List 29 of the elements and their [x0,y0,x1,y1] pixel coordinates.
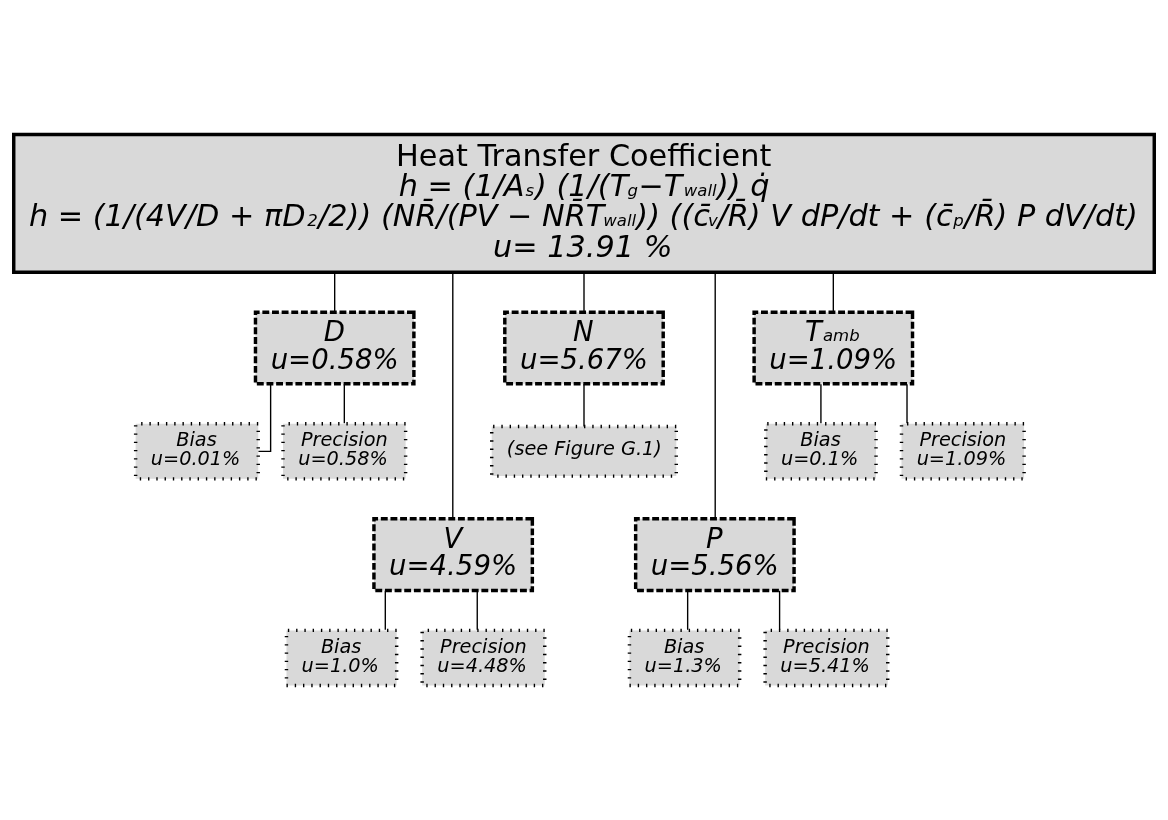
node-box: Precision u=5.41% [763,628,890,688]
node-box: Heat Transfer Coefficient h = (1/As) (1/(Tg−Twall)) q̇ h = (1/(4V/D + πD2/2)) (NR̄/(PV − NR̄Twall)) ((c̄v/R̄) V dP/dt + (c̄p/R̄) P dV/dt) u= 13.91 % [12,132,1156,274]
node-box: Bias u=1.3% [627,628,742,688]
connector [384,590,386,631]
connector [906,383,908,424]
node-box: N u=5.67% [503,310,665,386]
connector [820,383,822,424]
connector [583,383,585,428]
node-box: Precision u=1.09% [899,422,1026,481]
node-box: Precision u=4.48% [420,628,547,688]
connector [476,590,478,631]
connector [452,271,454,520]
connector [778,590,781,631]
node-box: (see Figure G.1) [490,424,678,478]
connector [686,590,689,631]
node-box: D u=0.58% [253,310,416,386]
node-box: Bias u=1.0% [284,628,399,688]
node-box: Precision u=0.58% [281,422,408,481]
node-box: V u=4.59% [372,517,535,593]
connector [583,271,585,313]
connector [343,383,345,424]
node-box: Bias u=0.01% [133,422,260,481]
node-box: Bias u=0.1% [764,422,878,481]
node-box: P u=5.56% [633,517,796,593]
connector [257,383,272,452]
connector [334,271,336,313]
connector [832,271,834,313]
connector [714,271,716,520]
node-box: Tamb u=1.09% [752,310,915,386]
